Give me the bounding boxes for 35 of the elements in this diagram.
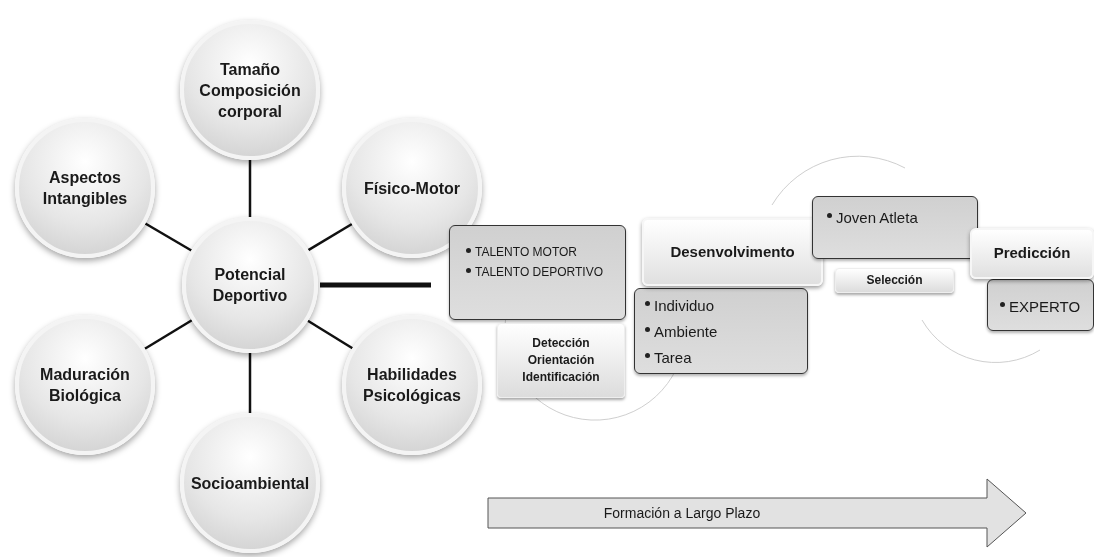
list-item: TALENTO MOTOR (475, 244, 577, 261)
node-text: Socioambiental (190, 473, 310, 494)
node-text: Formación a Largo Plazo (603, 503, 761, 523)
connector-line (248, 353, 252, 413)
connector-line (144, 222, 192, 252)
connector-line (144, 319, 193, 350)
list-item: Individuo (654, 296, 715, 316)
bullet-box (812, 196, 978, 259)
list-item: EXPERTO (1009, 297, 1081, 317)
label-box (497, 323, 625, 398)
list-item: Joven Atleta (836, 208, 918, 228)
node-text: Tamaño Composición corporal (198, 59, 302, 122)
node-text: Maduración Biológica (39, 365, 131, 406)
bullet-box (987, 279, 1094, 331)
bullet-box (634, 288, 808, 374)
node-text: Predicción (993, 243, 1071, 264)
block-arrow (487, 478, 1027, 548)
list-item: Ambiente (654, 322, 718, 342)
connector-line (307, 319, 354, 350)
connector-line (248, 160, 252, 217)
label-box (835, 268, 954, 293)
header-box (970, 228, 1094, 279)
node-text: Potencial Deportivo (211, 265, 289, 306)
node-text: Detección Orientación Identificación (521, 335, 601, 386)
connector-line (307, 222, 353, 252)
node-text: Desenvolvimento (670, 241, 795, 262)
bullet-box (449, 225, 626, 320)
list-item: TALENTO DEPORTIVO (475, 264, 604, 281)
node-text: Habilidades Psicológicas (362, 365, 462, 406)
node-text: Físico-Motor (364, 178, 460, 199)
node-text: Selección (865, 272, 924, 289)
header-box (642, 218, 823, 286)
node-text: Aspectos Intangibles (41, 168, 129, 209)
list-item: Tarea (654, 348, 692, 368)
connector-line (320, 282, 431, 288)
